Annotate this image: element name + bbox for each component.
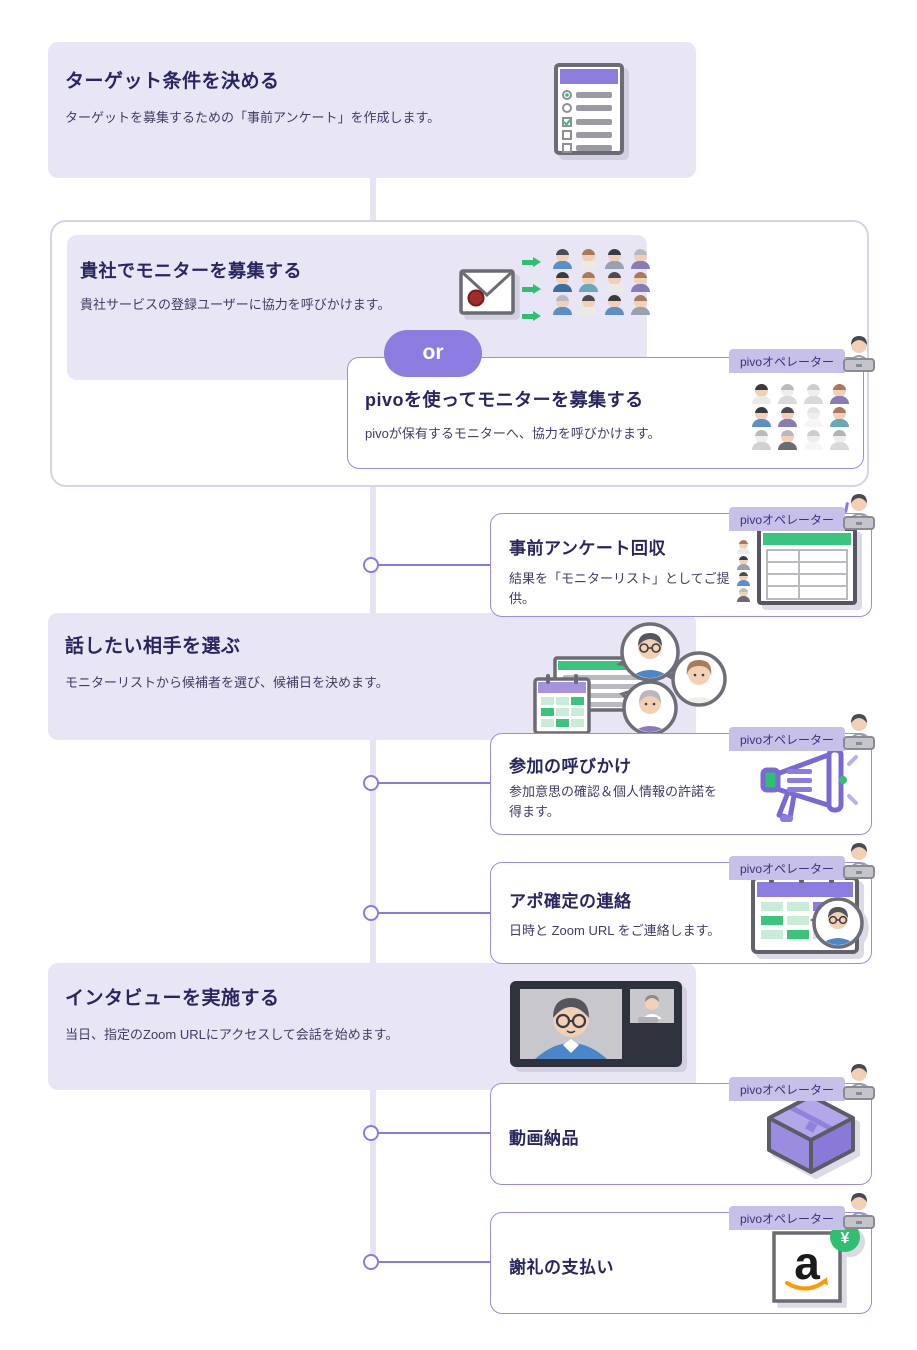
step-desc: 日時と Zoom URL をご連絡します。: [509, 923, 721, 938]
branch-node: [363, 1125, 379, 1141]
monitor-pool-avatars: [751, 384, 852, 450]
step-title: 事前アンケート回収: [509, 539, 666, 558]
step-panel-decide-target: ターゲット条件を決める ターゲットを募集するための「事前アンケート」を作成します…: [48, 42, 696, 178]
branch-node: [363, 1254, 379, 1270]
step-title: ターゲット条件を決める: [65, 71, 280, 92]
or-connector-pill: or: [384, 330, 482, 377]
operator-tag: pivoオペレーター: [728, 1190, 877, 1230]
step-title: 謝礼の支払い: [509, 1258, 614, 1277]
step-desc: 参加意思の確認＆個人情報の許諾を得ます。: [509, 784, 718, 820]
step-desc: pivoが保有するモニターへ、協力を呼びかけます。: [365, 426, 661, 441]
amazon-gift-card-icon: a ¥: [772, 1222, 860, 1303]
calendar-contact-icon: [751, 869, 864, 954]
operator-tag: pivoオペレーター: [728, 711, 877, 751]
video-call-icon: [510, 981, 682, 1067]
candidates-bubbles-icon: [498, 618, 727, 740]
operator-at-laptop-icon: [843, 1064, 875, 1100]
branch-line: [379, 912, 490, 914]
green-arrow-icon: [522, 257, 541, 267]
operator-tag: pivoオペレーター: [728, 840, 877, 880]
monitor-list-avatars: [736, 540, 751, 602]
operator-tag-label: pivoオペレーター: [728, 1077, 845, 1101]
operator-at-laptop-icon: [843, 1193, 875, 1229]
step-title: 参加の呼びかけ: [509, 757, 632, 776]
step-panel-choose-partner: 話したい相手を選ぶ モニターリストから候補者を選び、候補日を決めます。: [48, 613, 727, 740]
branch-line: [379, 1132, 490, 1134]
step-title: アポ確定の連絡: [509, 892, 632, 911]
recruit-group-box: 貴社でモニターを募集する 貴社サービスの登録ユーザーに協力を呼びかけます。 pi…: [50, 220, 869, 487]
survey-form-icon: [554, 63, 624, 155]
operator-tag-label: pivoオペレーター: [728, 1206, 845, 1230]
recruited-users-avatars: [552, 249, 653, 315]
operator-tag-label: pivoオペレーター: [728, 349, 845, 373]
step-title: 貴社でモニターを募集する: [80, 261, 302, 281]
step-card-confirm-appointment: アポ確定の連絡 日時と Zoom URL をご連絡します。: [490, 862, 872, 964]
operator-at-laptop-icon: [843, 494, 875, 530]
mail-to-users-icon: [459, 269, 515, 315]
operator-tag: pivoオペレーター: [728, 491, 877, 531]
candidate-bubble-woman: [666, 651, 727, 707]
yen-badge: ¥: [841, 1230, 850, 1247]
step-desc: 貴社サービスの登録ユーザーに協力を呼びかけます。: [80, 297, 391, 312]
branch-node: [363, 557, 379, 573]
candidate-bubble-senior: [619, 680, 678, 736]
green-arrow-icon: [522, 284, 541, 294]
operator-at-laptop-icon: [843, 336, 875, 372]
step-title: pivoを使ってモニターを募集する: [365, 390, 644, 410]
branch-node: [363, 775, 379, 791]
operator-tag: pivoオペレーター: [728, 1061, 877, 1101]
step-desc: 結果を「モニターリスト」としてご提供。: [509, 571, 730, 607]
branch-line: [379, 782, 490, 784]
operator-at-laptop-icon: [843, 843, 875, 879]
megaphone-icon: [760, 747, 858, 822]
candidate-bubble-man: [616, 622, 680, 682]
operator-tag-label: pivoオペレーター: [728, 856, 845, 880]
amazon-letter: a: [794, 1237, 820, 1289]
operator-tag: pivoオペレーター: [728, 333, 877, 373]
step-panel-interview: インタビューを実施する 当日、指定のZoom URLにアクセスして会話を始めます…: [48, 963, 696, 1090]
operator-at-laptop-icon: [843, 714, 875, 750]
step-desc: ターゲットを募集するための「事前アンケート」を作成します。: [65, 110, 441, 125]
step-card-collect-survey: 事前アンケート回収 結果を「モニターリスト」としてご提供。: [490, 501, 872, 617]
step-title: インタビューを実施する: [65, 988, 280, 1009]
branch-node: [363, 905, 379, 921]
step-panel-recruit-company: 貴社でモニターを募集する 貴社サービスの登録ユーザーに協力を呼びかけます。: [67, 235, 650, 380]
branch-line: [379, 564, 490, 566]
monitor-list-table-icon: [757, 527, 857, 605]
green-arrow-icon: [522, 311, 541, 321]
step-title: 動画納品: [509, 1129, 579, 1148]
step-desc: モニターリストから候補者を選び、候補日を決めます。: [65, 675, 389, 690]
package-box-icon: [767, 1094, 855, 1174]
step-desc: 当日、指定のZoom URLにアクセスして会話を始めます。: [65, 1027, 399, 1042]
step-title: 話したい相手を選ぶ: [65, 636, 241, 657]
branch-line: [379, 1261, 490, 1263]
operator-tag-label: pivoオペレーター: [728, 507, 845, 531]
operator-tag-label: pivoオペレーター: [728, 727, 845, 751]
